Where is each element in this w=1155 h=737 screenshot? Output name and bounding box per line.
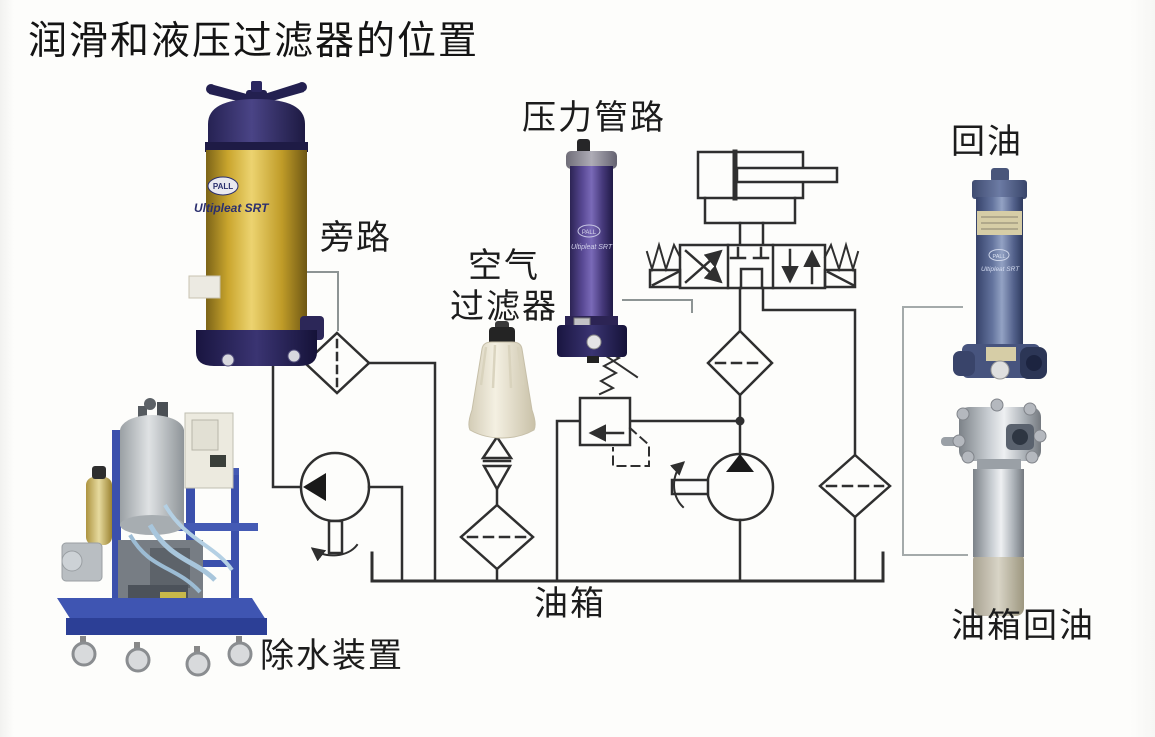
- pall-logo-text: PALL: [992, 254, 1005, 260]
- valve-solenoid-right: [823, 268, 857, 289]
- bracket-pressure-filter: [622, 299, 693, 313]
- label-air-filter-line2: 过滤器: [450, 289, 558, 326]
- bypass-pump-symbol: [299, 451, 404, 582]
- tank-return-filter-photo: [941, 398, 1047, 616]
- directional-valve-symbol: [645, 241, 860, 290]
- pressure-filter-symbol: [706, 329, 774, 397]
- relief-valve-symbol: [555, 341, 739, 582]
- bracket-return-filters: [902, 306, 968, 556]
- label-bypass: 旁路: [320, 220, 392, 257]
- bypass-return-line: [367, 361, 437, 582]
- valve-spring-left: [645, 241, 682, 273]
- label-air-filter: 空气 过滤器: [440, 246, 568, 328]
- label-pressure-line: 压力管路: [522, 100, 666, 137]
- valve-solenoid-left: [648, 268, 682, 289]
- pressure-filter-photo: PALL Ultipleat SRT: [557, 139, 627, 363]
- caster-wheels: [71, 636, 253, 677]
- cylinder-symbol: [696, 149, 839, 248]
- model-text: Ultipleat SRT: [981, 266, 1020, 273]
- label-tank: 油箱: [534, 586, 606, 623]
- label-water-removal: 除水装置: [260, 638, 404, 675]
- bypass-filter-photo: PALL Ultipleat SRT: [188, 81, 324, 367]
- return-line-segment: [761, 286, 857, 457]
- model-text: Ultipleat SRT: [571, 244, 613, 251]
- label-tank-return: 油箱回油: [951, 608, 1095, 645]
- air-breather-symbol: [480, 434, 514, 507]
- label-air-filter-line1: 空气: [468, 248, 540, 285]
- pall-logo-text: PALL: [582, 230, 597, 236]
- valve-spring-right: [823, 241, 860, 273]
- figure-title: 润滑和液压过滤器的位置: [28, 20, 480, 63]
- tank-symbol: [370, 551, 885, 583]
- label-return-oil: 回油: [951, 124, 1023, 161]
- model-text: Ultipleat SRT: [194, 201, 270, 215]
- return-filter-symbol: [818, 453, 892, 582]
- air-filter-symbol: [459, 503, 535, 583]
- air-filter-photo: [468, 321, 536, 439]
- main-pump-symbol: [670, 452, 775, 582]
- junction-dot: [735, 416, 745, 426]
- bypass-suction-line: [271, 361, 307, 489]
- water-removal-unit-photo: [57, 398, 267, 677]
- return-filter-photo: PALL Ultipleat SRT: [953, 168, 1047, 380]
- pall-logo-text: PALL: [213, 182, 233, 191]
